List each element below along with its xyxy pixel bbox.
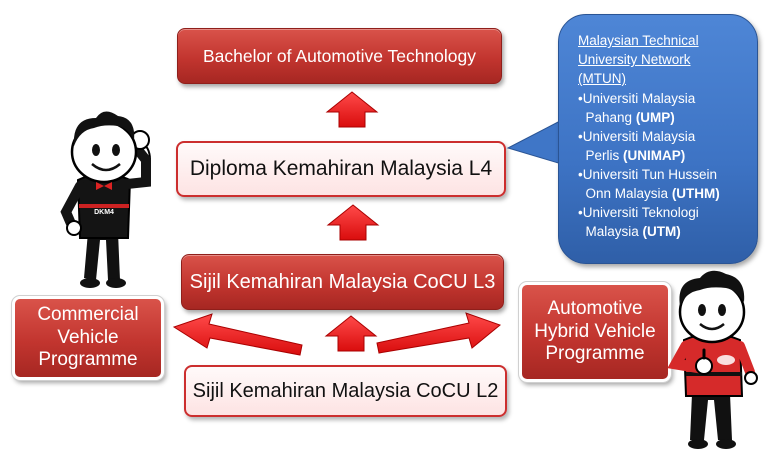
commercial-line-2: Vehicle bbox=[57, 326, 119, 348]
commercial-vehicle-box: Commercial Vehicle Programme bbox=[11, 295, 165, 381]
sijil-l3-box: Sijil Kemahiran Malaysia CoCU L3 bbox=[181, 254, 504, 310]
hybrid-line-3: Programme bbox=[545, 343, 645, 365]
university-item: •Universiti Teknologi Malaysia (UTM) bbox=[578, 205, 699, 239]
sijil-l2-box: Sijil Kemahiran Malaysia CoCU L2 bbox=[184, 365, 507, 417]
bachelor-label: Bachelor of Automotive Technology bbox=[202, 45, 477, 66]
diploma-box: Diploma Kemahiran Malaysia L4 bbox=[176, 141, 506, 197]
university-item: •Universiti Malaysia Perlis (UNIMAP) bbox=[578, 129, 696, 163]
right-arrow-icon bbox=[376, 312, 502, 354]
up-arrow-icon bbox=[326, 204, 380, 241]
diploma-label: Diploma Kemahiran Malaysia L4 bbox=[189, 157, 493, 180]
university-item: •Universiti Malaysia Pahang (UMP) bbox=[578, 91, 696, 125]
mtun-speech-bubble: Malaysian Technical University Network (… bbox=[558, 14, 758, 264]
hybrid-vehicle-box: Automotive Hybrid Vehicle Programme bbox=[518, 281, 672, 383]
left-arrow-icon bbox=[172, 313, 303, 356]
commercial-line-1: Commercial bbox=[37, 303, 139, 325]
sijil-l3-label: Sijil Kemahiran Malaysia CoCU L3 bbox=[189, 270, 496, 293]
up-arrow-icon bbox=[325, 91, 379, 128]
up-arrow-icon bbox=[324, 315, 378, 352]
hybrid-line-1: Automotive bbox=[547, 297, 643, 319]
mtun-title: Malaysian Technical University Network (… bbox=[578, 33, 699, 86]
sijil-l2-label: Sijil Kemahiran Malaysia CoCU L2 bbox=[192, 379, 499, 402]
university-item: •Universiti Tun Hussein Onn Malaysia (UT… bbox=[578, 167, 720, 201]
commercial-line-3: Programme bbox=[38, 349, 138, 371]
hybrid-line-2: Hybrid Vehicle bbox=[534, 320, 656, 342]
bachelor-box: Bachelor of Automotive Technology bbox=[177, 28, 502, 84]
